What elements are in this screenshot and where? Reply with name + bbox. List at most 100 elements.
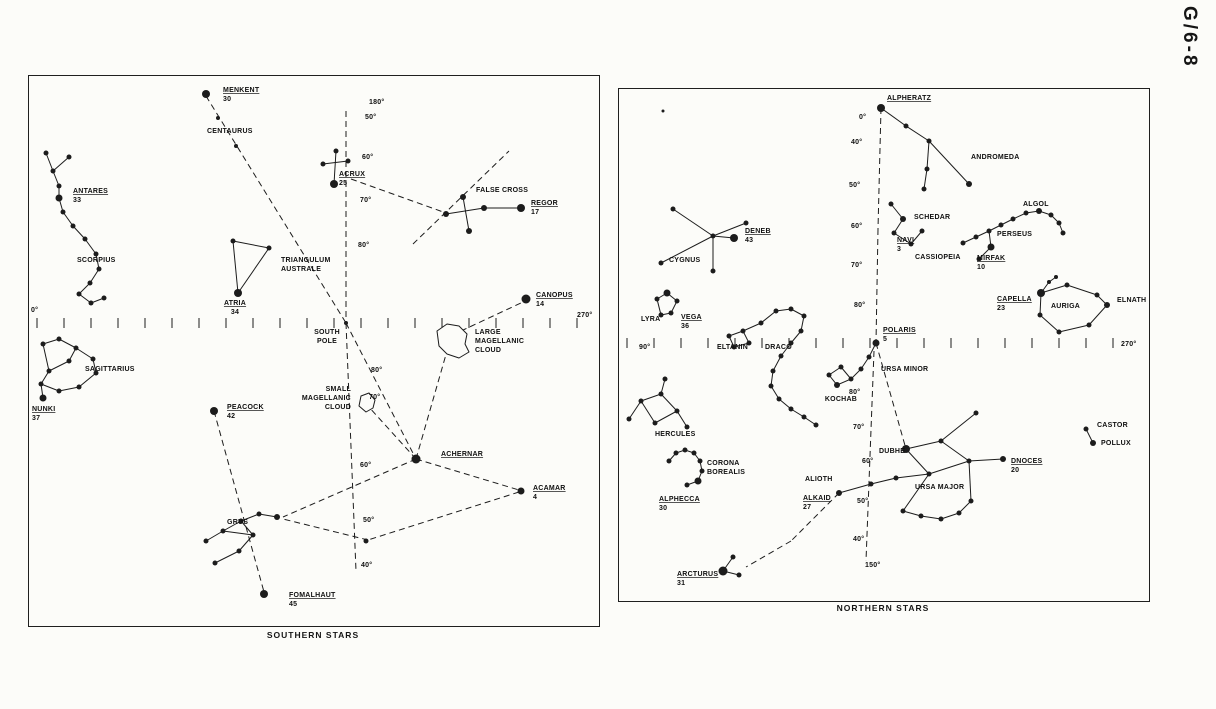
pointer-line xyxy=(865,350,875,562)
constellation-line xyxy=(1039,314,1060,333)
star-label: 80° xyxy=(854,301,865,309)
star-label: AURIGA xyxy=(1051,303,1080,310)
star-label: CYGNUS xyxy=(669,257,701,264)
constellation-line xyxy=(940,412,977,442)
star xyxy=(517,487,525,495)
star xyxy=(220,528,226,534)
star xyxy=(902,445,910,453)
star-label: 0° xyxy=(31,306,38,314)
constellation-line xyxy=(58,338,77,349)
star-label: ALGOL xyxy=(1023,201,1049,208)
star xyxy=(658,260,664,266)
star xyxy=(521,294,531,304)
star xyxy=(746,340,752,346)
constellation-line xyxy=(910,230,923,245)
star xyxy=(868,481,874,487)
star-label: LYRA xyxy=(641,316,660,323)
star-label: 70° xyxy=(369,393,380,401)
southern-chart-caption: SOUTHERN STARS xyxy=(266,630,360,640)
star xyxy=(1036,208,1042,214)
constellation-line xyxy=(1058,324,1090,333)
pointer-line xyxy=(205,95,347,324)
star xyxy=(801,313,807,319)
star xyxy=(973,234,979,240)
star-label: 270° xyxy=(1121,340,1136,348)
star-label: 80° xyxy=(371,366,382,374)
constellation-line xyxy=(333,150,337,185)
constellation-line xyxy=(656,298,662,316)
star-label: 40° xyxy=(361,561,372,569)
constellation-line xyxy=(676,410,688,428)
star xyxy=(1104,302,1110,308)
constellation-line xyxy=(1066,284,1098,296)
star xyxy=(960,240,966,246)
constellation-line xyxy=(40,383,60,392)
constellation-line xyxy=(968,460,972,502)
pointer-line xyxy=(213,410,265,593)
star xyxy=(768,383,774,389)
star-label: CENTAURUS xyxy=(207,128,253,135)
star xyxy=(1054,275,1058,279)
star xyxy=(866,354,872,360)
star-label: ELTANIN xyxy=(717,344,748,351)
constellation-line xyxy=(654,410,678,424)
pointer-line xyxy=(282,518,369,541)
star xyxy=(956,510,962,516)
star xyxy=(663,289,671,297)
star xyxy=(1037,289,1045,297)
constellation-line xyxy=(926,140,930,170)
star xyxy=(736,572,742,578)
star xyxy=(76,384,82,390)
star-label: URSA MAJOR xyxy=(915,484,964,491)
star-label: 40° xyxy=(853,535,864,543)
constellation-line xyxy=(78,372,97,388)
star xyxy=(891,230,897,236)
star-label: ALPHERATZ xyxy=(887,95,932,102)
star xyxy=(70,223,76,229)
constellation-line xyxy=(968,458,1004,462)
constellation-line xyxy=(1088,304,1108,326)
star xyxy=(968,498,974,504)
star xyxy=(801,414,807,420)
star-label: 80° xyxy=(358,241,369,249)
star xyxy=(56,388,62,394)
star xyxy=(668,310,674,316)
star xyxy=(848,376,854,382)
constellation-line xyxy=(222,530,254,536)
star xyxy=(481,205,487,211)
star xyxy=(96,266,102,272)
magellanic-cloud-outline xyxy=(436,323,470,359)
star xyxy=(987,243,995,251)
constellation-line xyxy=(240,520,254,536)
star xyxy=(726,333,732,339)
constellation-line xyxy=(733,342,750,348)
star xyxy=(834,382,840,388)
star xyxy=(40,341,46,347)
star-label: 60° xyxy=(362,153,373,161)
star xyxy=(699,468,705,474)
constellation-line xyxy=(800,315,805,332)
constellation-line xyxy=(905,440,942,450)
star-label: HERCULES xyxy=(655,431,696,438)
star xyxy=(1083,426,1089,432)
star xyxy=(900,508,906,514)
star xyxy=(743,220,749,226)
star xyxy=(320,161,326,167)
star xyxy=(60,209,66,215)
star-label: SCHEDAR xyxy=(914,214,950,221)
star xyxy=(1060,230,1066,236)
constellation-line xyxy=(78,282,91,295)
star xyxy=(788,406,794,412)
star-label: CASSIOPEIA xyxy=(915,254,961,261)
star-label: ELNATH xyxy=(1117,297,1146,304)
magellanic-cloud-outline xyxy=(358,392,376,413)
